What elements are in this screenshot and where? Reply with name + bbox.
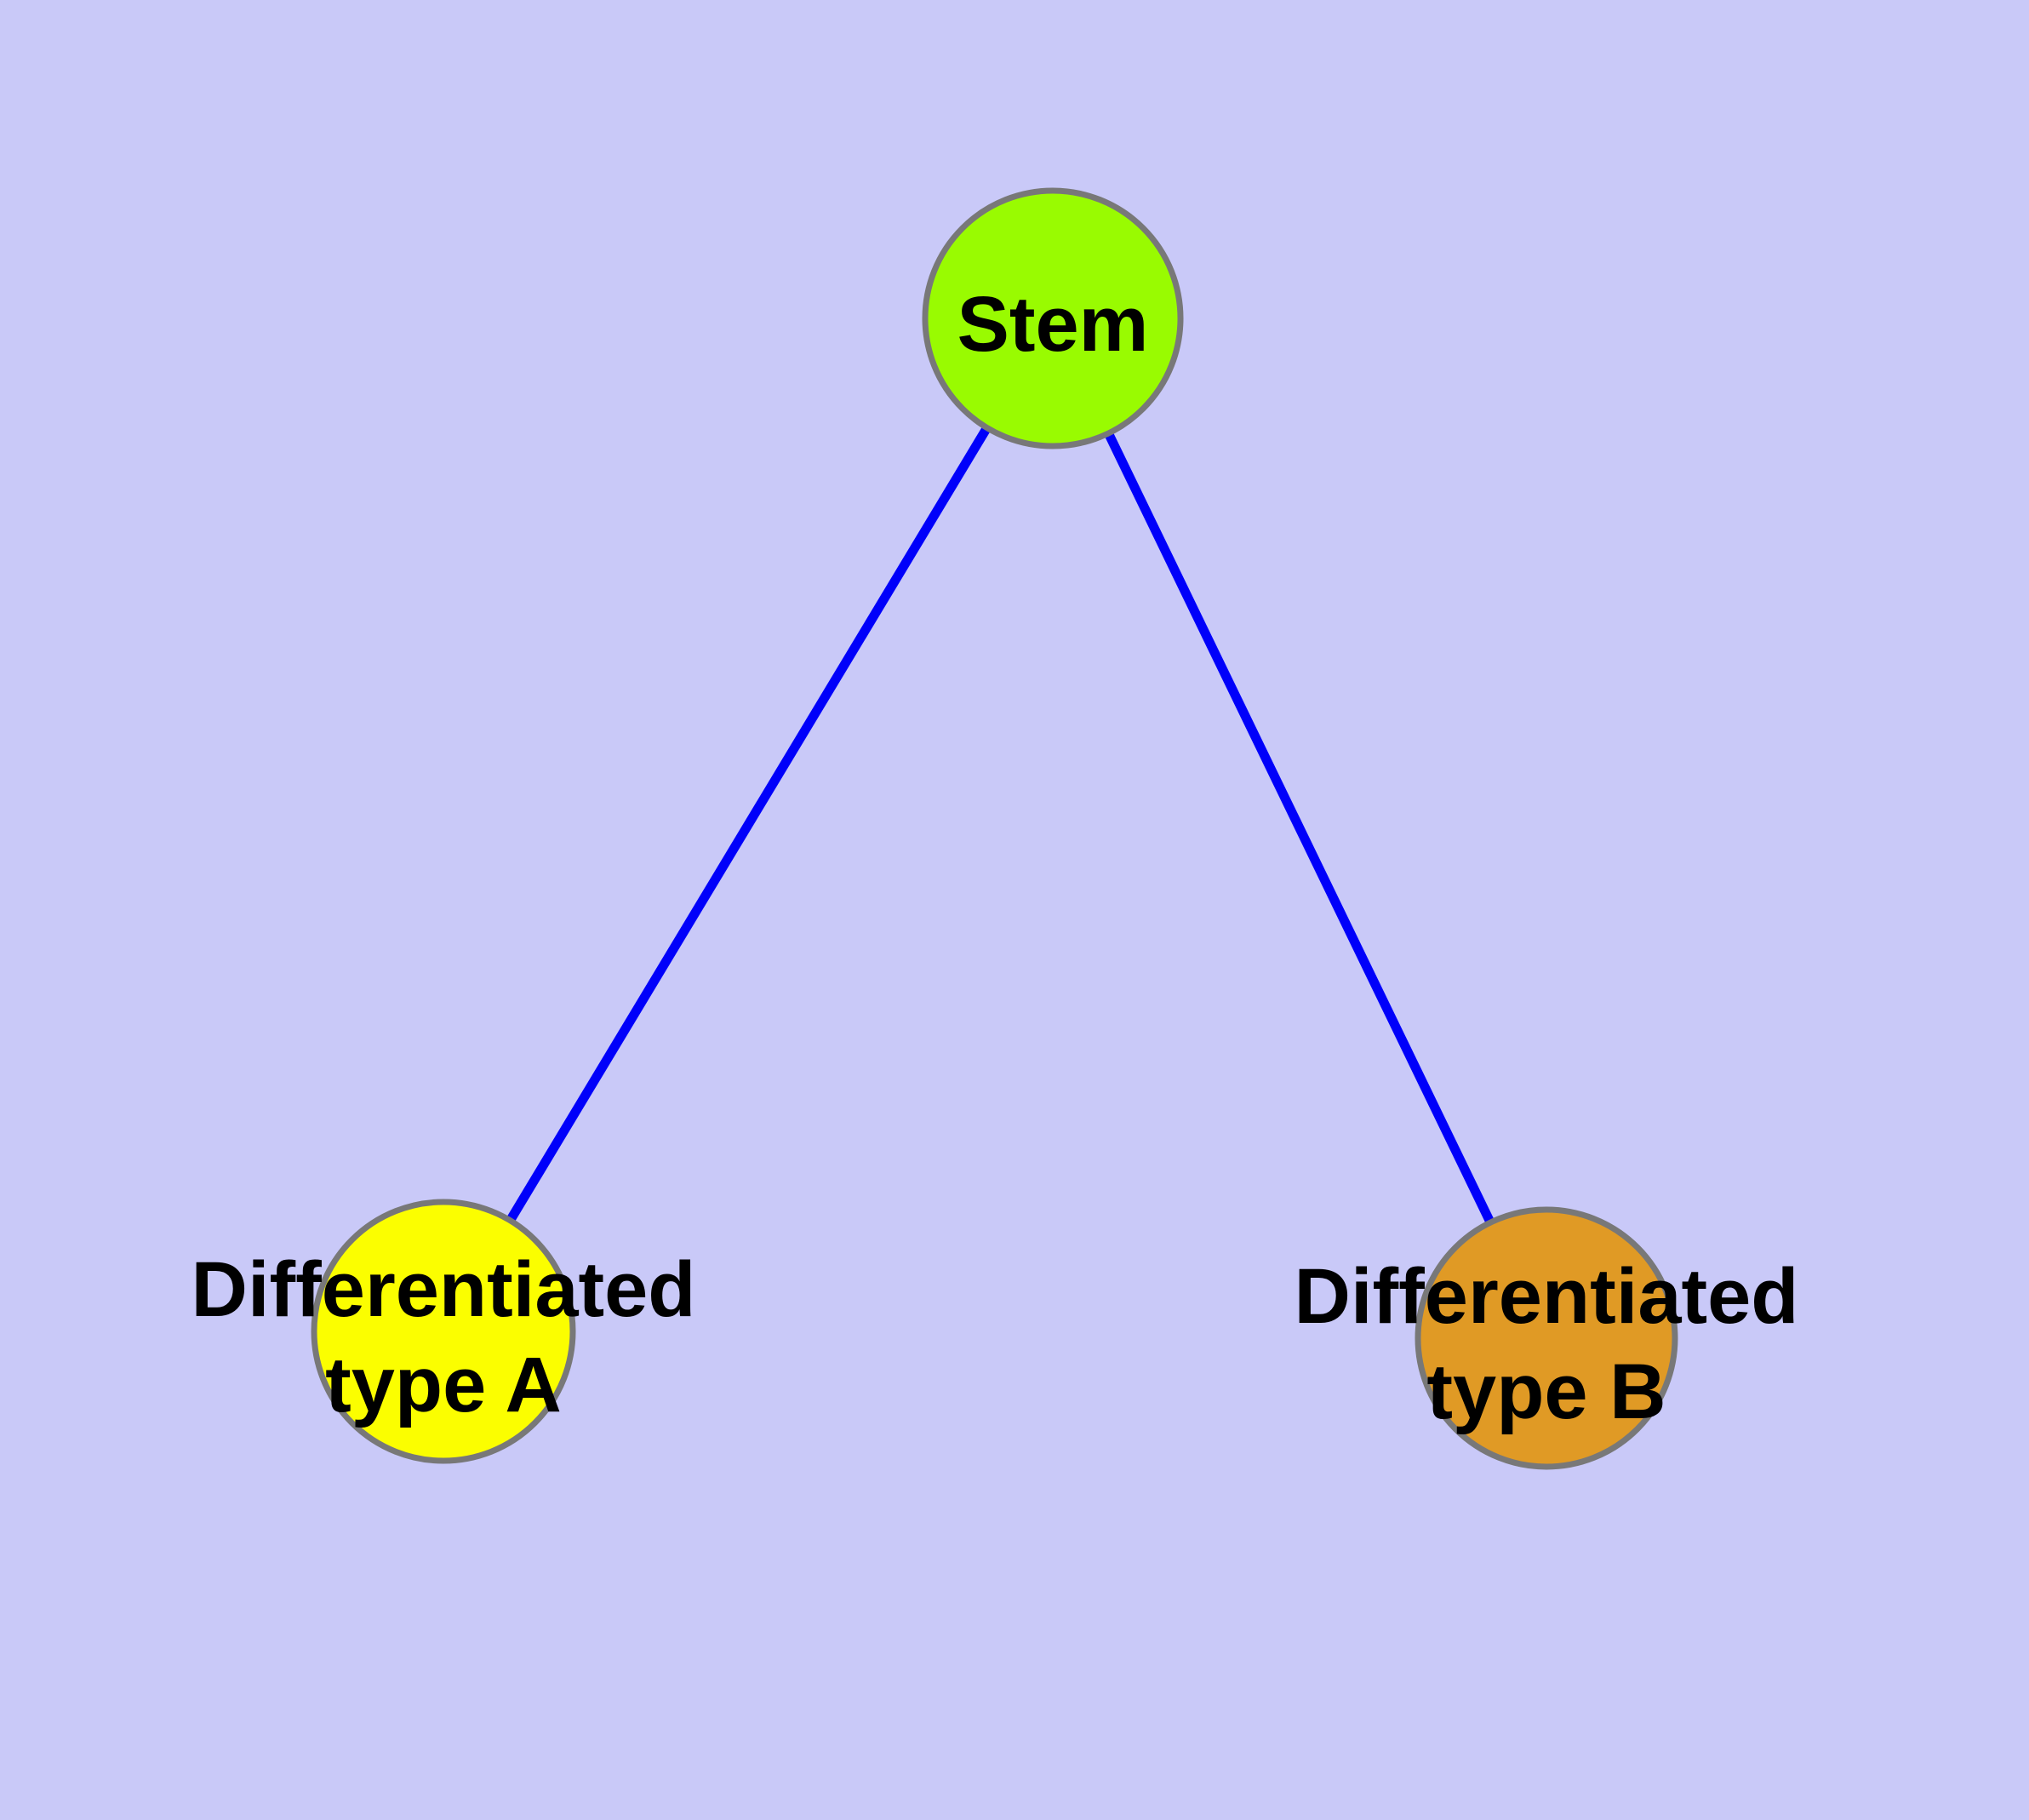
node-stem-label-line-1: Stem [957,281,1149,368]
node-differentiated-type-a-label-line-2: type A [325,1342,562,1428]
node-differentiated-type-a-circle [311,1199,576,1464]
edges-layer [439,316,1551,1341]
nodes-layer [311,187,1678,1470]
node-differentiated-type-a-label-line-1: Differentiated [191,1246,696,1333]
edge-stem-to-differentiated-type-b [1049,316,1551,1341]
node-differentiated-type-a-label: Differentiated type A [191,1246,696,1428]
edge-stem-to-differentiated-type-a [439,316,1057,1334]
node-differentiated-type-b-label-line-2: type B [1426,1348,1666,1435]
node-differentiated-type-b-label-line-1: Differentiated [1295,1253,1799,1340]
node-differentiated-type-b-circle [1415,1206,1678,1470]
node-stem-circle [922,187,1184,449]
node-stem-label: Stem [957,281,1149,368]
